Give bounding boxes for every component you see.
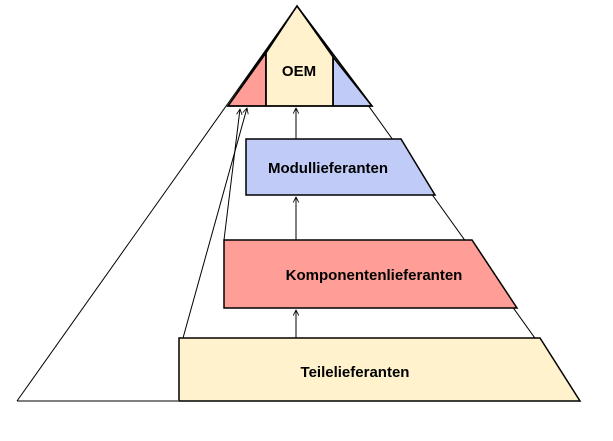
tier-modullieferanten: Modullieferanten	[245, 138, 437, 196]
modullieferanten-block	[245, 138, 437, 196]
tier-teilelieferanten: Teilelieferanten	[178, 337, 582, 402]
arrow-komponenten-to-oem	[223, 109, 240, 241]
komponentenlieferanten-block	[223, 239, 519, 309]
modullieferanten-label: Modullieferanten	[268, 160, 388, 177]
oem-block-outline	[226, 4, 374, 107]
komponentenlieferanten-label: Komponentenlieferanten	[286, 267, 463, 284]
oem-center-section	[265, 4, 334, 107]
supply-arrows	[182, 108, 296, 339]
oem-label: OEM	[282, 63, 316, 80]
tier-komponentenlieferanten: Komponentenlieferanten	[223, 239, 519, 309]
teilelieferanten-block	[178, 337, 582, 402]
arrow-teile-to-oem	[182, 108, 247, 339]
pyramid-left-edge	[16, 5, 298, 402]
teilelieferanten-label: Teilelieferanten	[301, 364, 410, 381]
tier-oem: OEM	[226, 4, 374, 107]
